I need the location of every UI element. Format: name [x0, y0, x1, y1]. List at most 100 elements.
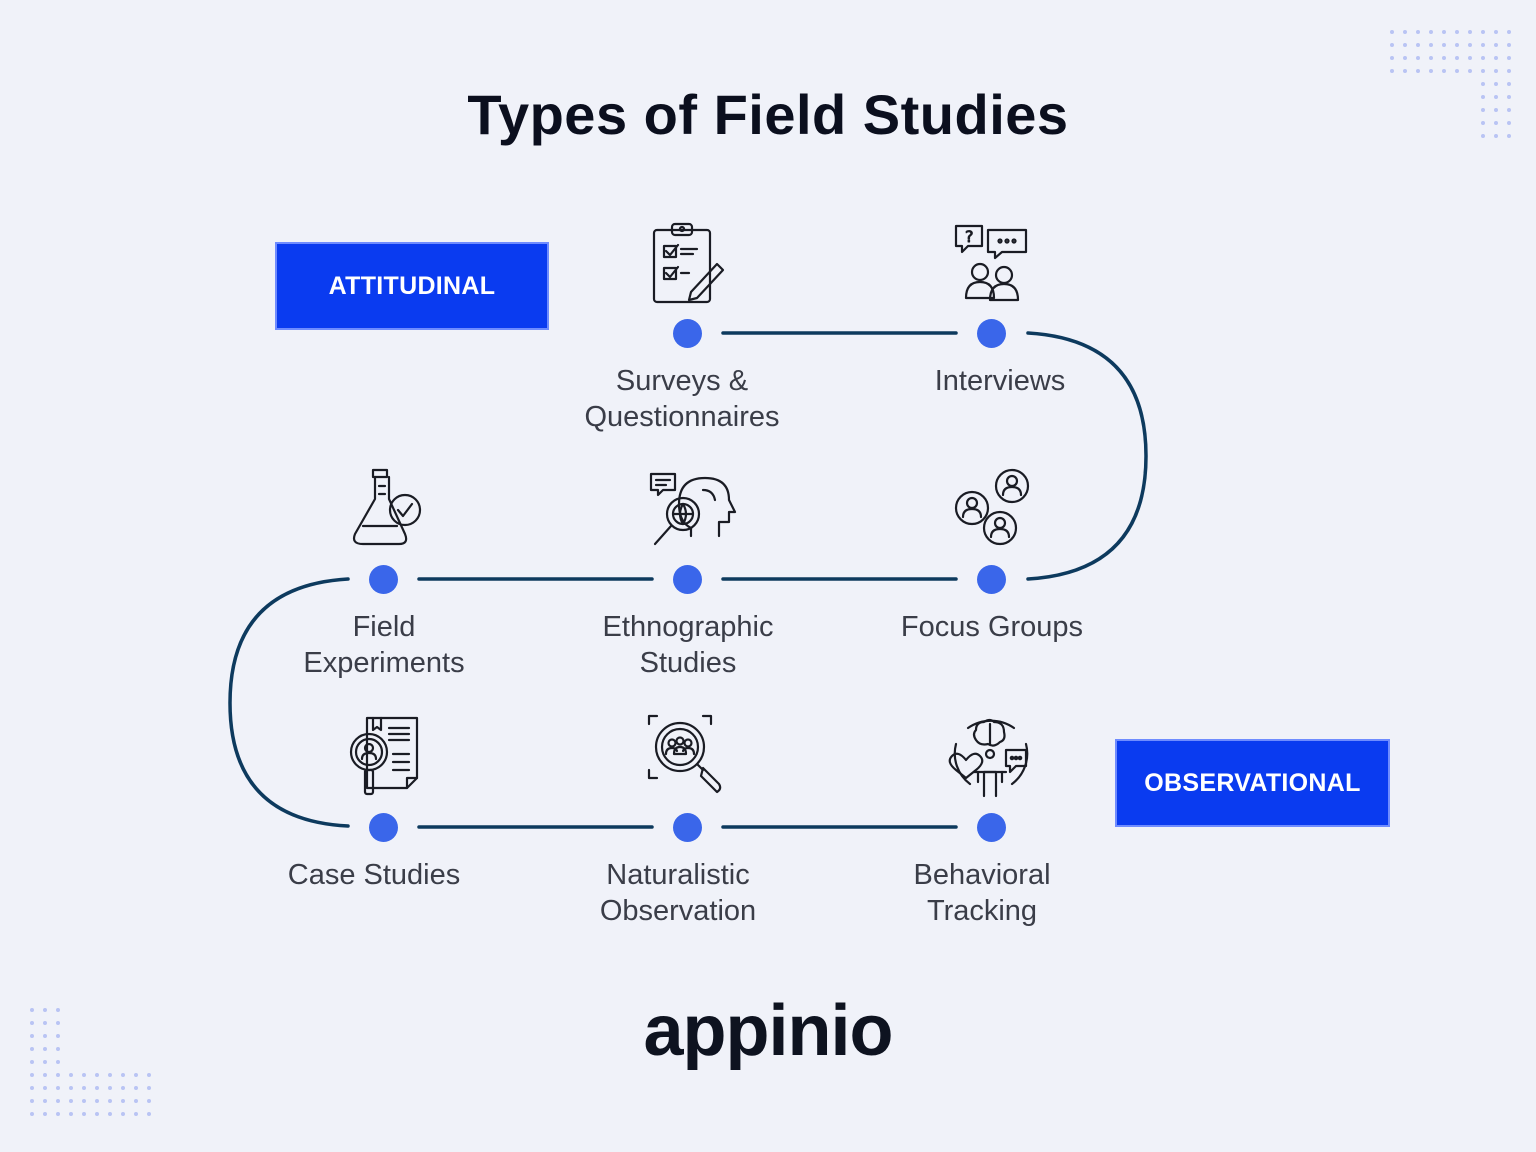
- decorative-dot: [82, 1112, 86, 1116]
- decorative-dot: [1507, 82, 1511, 86]
- item-label: Focus Groups: [900, 611, 1084, 643]
- decorative-dot: [1494, 95, 1498, 99]
- page-title: Types of Field Studies: [467, 83, 1069, 146]
- decorative-dot: [30, 1021, 34, 1025]
- decorative-dot: [95, 1086, 99, 1090]
- decorative-dot: [1403, 30, 1407, 34]
- decorative-dot: [30, 1034, 34, 1038]
- decorative-dot: [1481, 69, 1485, 73]
- decorative-dot: [95, 1112, 99, 1116]
- step-dot: [977, 813, 1006, 842]
- decorative-dot: [1507, 95, 1511, 99]
- group-chat-icon: [948, 466, 1034, 552]
- decorative-dot: [134, 1099, 138, 1103]
- decorative-dot: [30, 1086, 34, 1090]
- decorative-dot: [1429, 56, 1433, 60]
- item-label: Ethnographic Studies: [602, 611, 774, 679]
- decorative-dot: [1416, 43, 1420, 47]
- decorative-dot: [1403, 43, 1407, 47]
- attitudinal-tag: ATTITUDINAL: [275, 242, 549, 330]
- decorative-dot: [1468, 56, 1472, 60]
- decorative-dot: [1455, 56, 1459, 60]
- decorative-dot: [56, 1073, 60, 1077]
- decorative-dot: [1442, 69, 1446, 73]
- item-label: Interviews: [934, 365, 1066, 397]
- item-label: Behavioral Tracking: [913, 859, 1051, 927]
- item-label: Field Experiments: [303, 611, 465, 679]
- decorative-dot: [1403, 56, 1407, 60]
- decorative-dot: [30, 1047, 34, 1051]
- decorative-dot: [1494, 30, 1498, 34]
- decorative-dot: [1481, 134, 1485, 138]
- decorative-dot: [121, 1073, 125, 1077]
- decorative-dot: [1455, 69, 1459, 73]
- connector-curve-left: [228, 577, 350, 828]
- decorative-dot: [1390, 56, 1394, 60]
- decorative-dot: [43, 1008, 47, 1012]
- step-dot: [369, 813, 398, 842]
- brand-logo: appinio: [643, 991, 894, 1071]
- decorative-dot: [1390, 43, 1394, 47]
- svg-text:?: ?: [965, 227, 974, 246]
- decorative-dot: [1494, 121, 1498, 125]
- decorative-dot: [108, 1112, 112, 1116]
- decorative-dot: [1481, 56, 1485, 60]
- flask-check-icon: [345, 466, 431, 552]
- observational-tag: OBSERVATIONAL: [1115, 739, 1390, 827]
- decorative-dot: [1481, 108, 1485, 112]
- decorative-dot: [1494, 56, 1498, 60]
- decorative-dot: [1481, 30, 1485, 34]
- item-label: Naturalistic Observation: [599, 859, 757, 927]
- connector-curve-right: [1026, 331, 1148, 581]
- decorative-dot: [108, 1073, 112, 1077]
- decorative-dot: [95, 1073, 99, 1077]
- decorative-dot: [56, 1086, 60, 1090]
- decorative-dot: [1390, 30, 1394, 34]
- decorative-dot: [1507, 30, 1511, 34]
- decorative-dot: [82, 1073, 86, 1077]
- decorative-dot: [43, 1073, 47, 1077]
- decorative-dot: [69, 1099, 73, 1103]
- decorative-dot: [1494, 43, 1498, 47]
- step-dot: [673, 319, 702, 348]
- interview-chat-icon: ?: [950, 218, 1036, 304]
- decorative-dot: [1429, 43, 1433, 47]
- decorative-dot: [82, 1099, 86, 1103]
- decorative-dot: [30, 1008, 34, 1012]
- decorative-dot: [1416, 56, 1420, 60]
- decorative-dot: [1468, 69, 1472, 73]
- decorative-dot: [69, 1112, 73, 1116]
- decorative-dot: [1481, 43, 1485, 47]
- group-magnifier-icon: [645, 712, 731, 798]
- decorative-dot: [1455, 43, 1459, 47]
- decorative-dot: [30, 1060, 34, 1064]
- decorative-dot: [56, 1034, 60, 1038]
- document-search-icon: [343, 714, 429, 800]
- decorative-dot: [56, 1112, 60, 1116]
- head-globe-search-icon: [647, 466, 737, 552]
- decorative-dot: [1455, 30, 1459, 34]
- decorative-dot: [82, 1086, 86, 1090]
- decorative-dot: [134, 1086, 138, 1090]
- decorative-dot: [134, 1073, 138, 1077]
- decorative-dot: [1507, 121, 1511, 125]
- decorative-dot: [43, 1086, 47, 1090]
- decorative-dot: [147, 1112, 151, 1116]
- decorative-dot: [69, 1086, 73, 1090]
- decorative-dot: [56, 1008, 60, 1012]
- decorative-dot: [43, 1099, 47, 1103]
- decorative-dot: [147, 1099, 151, 1103]
- decorative-dot: [1494, 69, 1498, 73]
- decorative-dot: [30, 1112, 34, 1116]
- decorative-dot: [43, 1034, 47, 1038]
- step-dot: [977, 319, 1006, 348]
- decorative-dot: [1416, 30, 1420, 34]
- decorative-dot: [56, 1021, 60, 1025]
- step-dot: [977, 565, 1006, 594]
- decorative-dot: [56, 1060, 60, 1064]
- step-dot: [673, 565, 702, 594]
- decorative-dot: [121, 1086, 125, 1090]
- decorative-dot: [1468, 30, 1472, 34]
- decorative-dot: [147, 1086, 151, 1090]
